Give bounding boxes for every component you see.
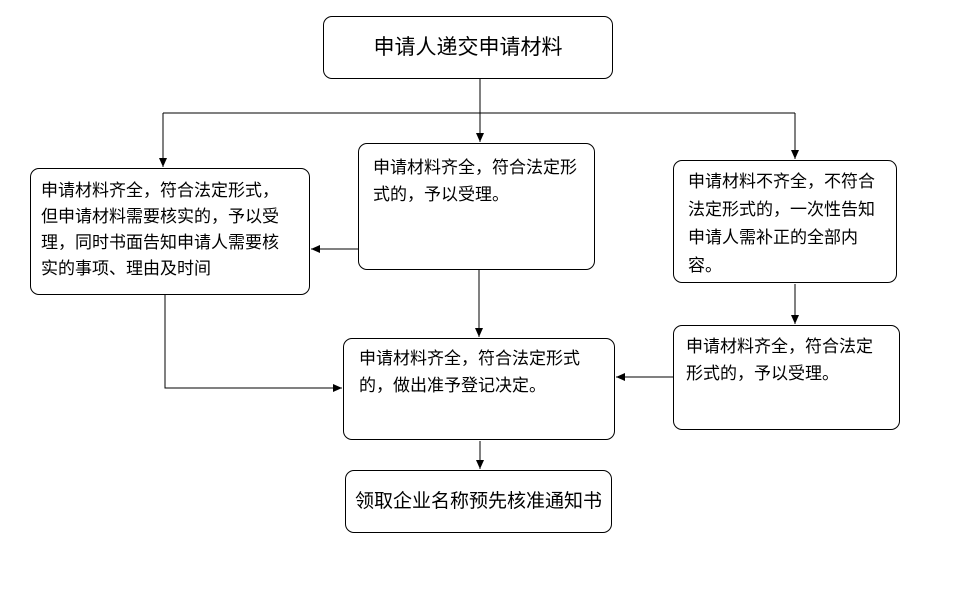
flow-node-accept-with-verification-text: 申请材料齐全，符合法定形式， 但申请材料需要核实的，予以受 理，同时书面告知申请… [41,181,279,279]
flow-node-resubmit-accept: 申请材料齐全，符合法定 形式的，予以受理。 [673,325,900,430]
flow-node-submit-application-text: 申请人递交申请材料 [373,35,563,59]
edge-accept-verify-to-decision [164,295,342,392]
flow-node-accept-text: 申请材料齐全，符合法定形 式的，予以受理。 [373,158,577,205]
flow-node-receive-notice-text: 领取企业名称预先核准通知书 [354,490,602,512]
flow-node-incomplete-materials: 申请材料不齐全，不符合 法定形式的，一次性告知 申请人需补正的全部内 容。 [673,160,897,283]
flow-node-resubmit-accept-text: 申请材料齐全，符合法定 形式的，予以受理。 [686,337,873,384]
flow-node-incomplete-materials-text: 申请材料不齐全，不符合 法定形式的，一次性告知 申请人需补正的全部内 容。 [688,172,875,276]
flow-node-accept: 申请材料齐全，符合法定形 式的，予以受理。 [358,143,595,270]
flow-node-receive-notice: 领取企业名称预先核准通知书 [345,470,612,533]
flow-node-submit-application: 申请人递交申请材料 [323,16,613,79]
flow-node-registration-decision-text: 申请材料齐全，符合法定形式 的，做出准予登记决定。 [359,349,580,396]
flow-node-accept-with-verification: 申请材料齐全，符合法定形式， 但申请材料需要核实的，予以受 理，同时书面告知申请… [30,168,310,295]
flow-node-registration-decision: 申请材料齐全，符合法定形式 的，做出准予登记决定。 [343,338,615,440]
